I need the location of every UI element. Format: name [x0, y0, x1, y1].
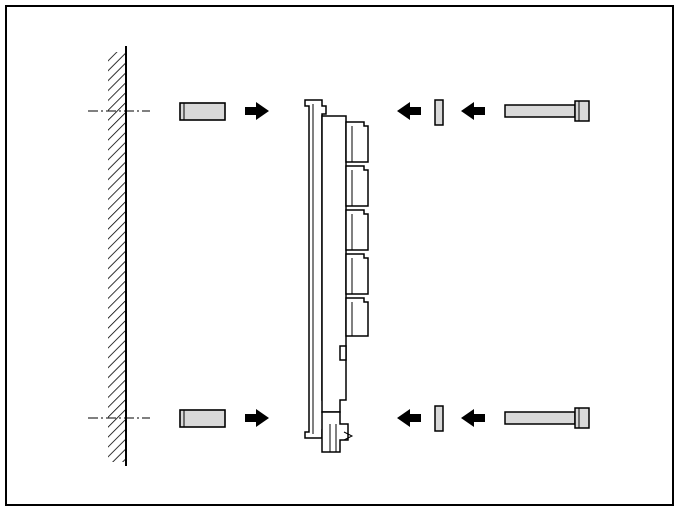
mounting-wall: [108, 46, 127, 466]
spacer-bottom: [179, 409, 226, 428]
screw-top: [504, 100, 590, 122]
washer-top: [434, 99, 444, 126]
terminal-module: [304, 99, 369, 453]
arrow-left-top-inner-icon: [397, 102, 421, 120]
arrow-left-bottom-outer-icon: [461, 409, 485, 427]
arrow-right-top-icon: [245, 102, 269, 120]
screw-bottom: [504, 407, 590, 429]
arrow-left-top-outer-icon: [461, 102, 485, 120]
diagram-frame: [5, 5, 674, 506]
washer-bottom: [434, 405, 444, 432]
arrow-left-bottom-inner-icon: [397, 409, 421, 427]
spacer-top: [179, 102, 226, 121]
arrow-right-bottom-icon: [245, 409, 269, 427]
